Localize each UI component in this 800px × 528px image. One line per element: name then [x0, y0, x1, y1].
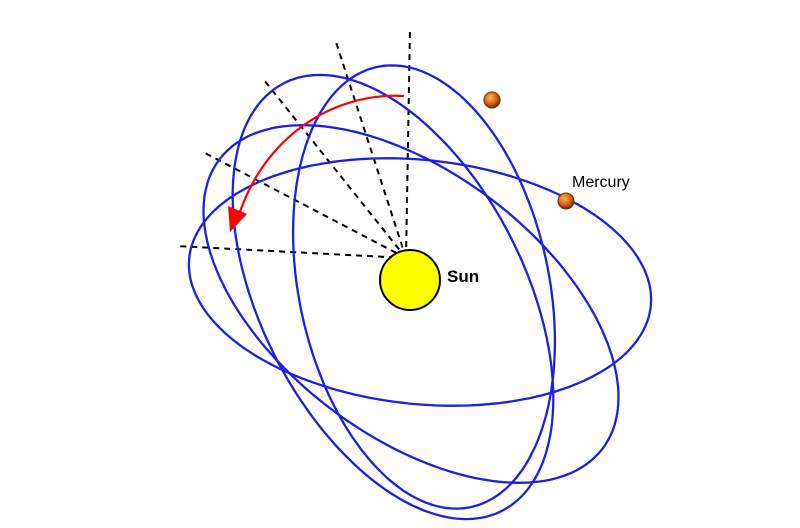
- precession-arrow: [236, 94, 405, 219]
- sun-label: Sun: [447, 267, 479, 286]
- mercury-planet: [557, 192, 575, 210]
- mercury-label: Mercury: [572, 174, 630, 191]
- axis-line: [335, 41, 407, 259]
- axis-line: [405, 27, 411, 259]
- axis-line: [204, 152, 407, 259]
- orbit-ellipse: [291, 64, 557, 510]
- precession-arrowhead: [228, 206, 247, 232]
- orbit-ellipse: [231, 73, 555, 521]
- sun-circle: [379, 249, 441, 311]
- orbit-ellipse: [187, 157, 653, 407]
- axis-line: [175, 245, 407, 259]
- axis-line: [263, 79, 407, 259]
- orbit-group: [187, 64, 653, 521]
- mercury-planet: [483, 91, 501, 109]
